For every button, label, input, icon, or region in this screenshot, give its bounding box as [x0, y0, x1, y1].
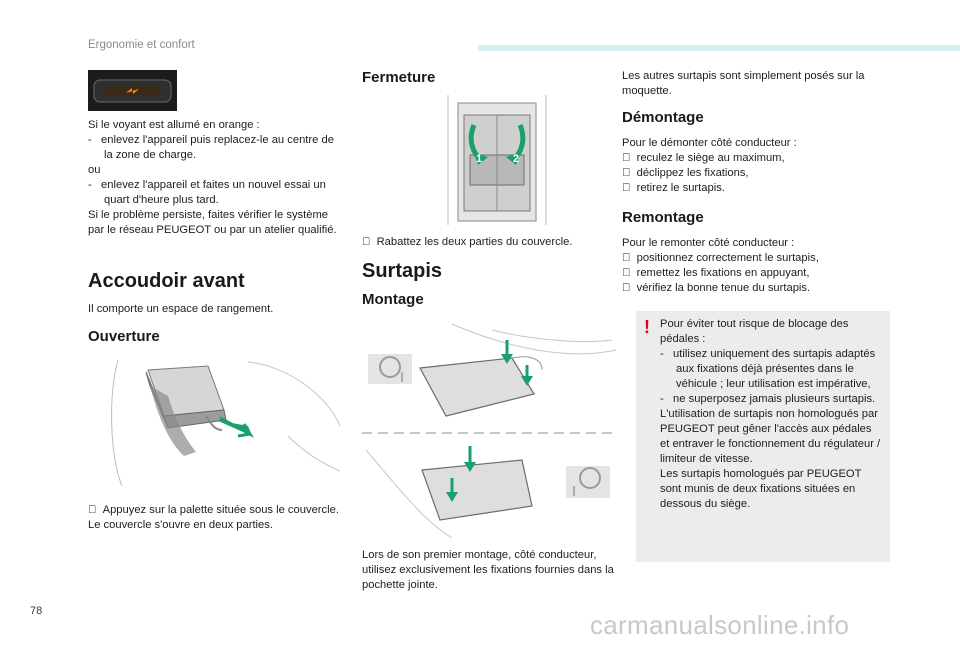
warning-box: [636, 311, 890, 562]
header-accent-bar: [478, 45, 960, 51]
floor-mat-montage-illustration: [362, 320, 618, 540]
closing-step-label-1: 1: [476, 153, 483, 165]
remontage-line: Pour le remonter côté conducteur :: [622, 237, 795, 249]
demontage-line:  reculez le siège au maximum,: [622, 152, 785, 164]
charging-troubleshoot-text: Si le voyant est allumé en orange : - en…: [88, 118, 343, 238]
armrest-closing-illustration: 1 2: [438, 95, 556, 225]
armrest-opening-illustration: [88, 356, 342, 490]
remontage-line:  remettez les fixations en appuyant,: [622, 267, 810, 279]
demontage-instructions: Pour le démonter côté conducteur :  rec…: [622, 136, 892, 196]
demontage-line:  déclippez les fixations,: [622, 167, 749, 179]
demontage-line: Pour le démonter côté conducteur :: [622, 137, 797, 149]
montage-text: Lors de son premier montage, côté conduc…: [362, 549, 614, 591]
warning-text: Pour éviter tout risque de blocage des p…: [660, 317, 882, 512]
intro-line: Si le voyant est allumé en orange :: [88, 119, 260, 131]
ouverture-instructions:  Appuyez sur la palette située sous le …: [88, 503, 343, 533]
warning-line: Les surtapis homologués par PEUGEOT sont…: [660, 468, 862, 510]
ouverture-step:  Appuyez sur la palette située sous le …: [88, 504, 339, 516]
remontage-instructions: Pour le remonter côté conducteur :  pos…: [622, 236, 892, 296]
charging-indicator-image: [88, 70, 177, 111]
subsection-title-demontage: Démontage: [622, 109, 704, 126]
subsection-title-remontage: Remontage: [622, 209, 704, 226]
warning-icon: !: [644, 317, 650, 337]
intro-line: - enlevez l'appareil puis replacez-le au…: [88, 134, 334, 161]
section-title-accoudoir: Accoudoir avant: [88, 270, 245, 292]
page-number: 78: [30, 605, 43, 617]
ouverture-note: Le couvercle s'ouvre en deux parties.: [88, 519, 273, 531]
remontage-line:  vérifiez la bonne tenue du surtapis.: [622, 282, 810, 294]
warning-line: Pour éviter tout risque de blocage des p…: [660, 318, 849, 345]
warning-line: L'utilisation de surtapis non homologués…: [660, 408, 881, 465]
intro-line: Si le problème persiste, faites vérifier…: [88, 209, 337, 236]
demontage-line:  retirez le surtapis.: [622, 182, 725, 194]
surtapis-intro: Les autres surtapis sont simplement posé…: [622, 70, 865, 97]
subsection-title-fermeture: Fermeture: [362, 69, 436, 86]
fermeture-step:  Rabattez les deux parties du couvercle…: [362, 236, 573, 248]
warning-line: - ne superposez jamais plusieurs surtapi…: [660, 393, 876, 405]
section-text-accoudoir: Il comporte un espace de rangement.: [88, 303, 274, 315]
closing-step-label-2: 2: [513, 153, 520, 165]
intro-line: ou: [88, 164, 101, 176]
site-watermark: carmanualsonline.info: [590, 610, 850, 640]
subsection-title-montage: Montage: [362, 291, 424, 308]
warning-line: - utilisez uniquement des surtapis adapt…: [660, 348, 876, 390]
subsection-title-ouverture: Ouverture: [88, 328, 160, 345]
intro-line: - enlevez l'appareil et faites un nouvel…: [88, 179, 326, 206]
remontage-line:  positionnez correctement le surtapis,: [622, 252, 819, 264]
section-title-surtapis: Surtapis: [362, 260, 443, 282]
page-header-title: Ergonomie et confort: [88, 39, 195, 51]
